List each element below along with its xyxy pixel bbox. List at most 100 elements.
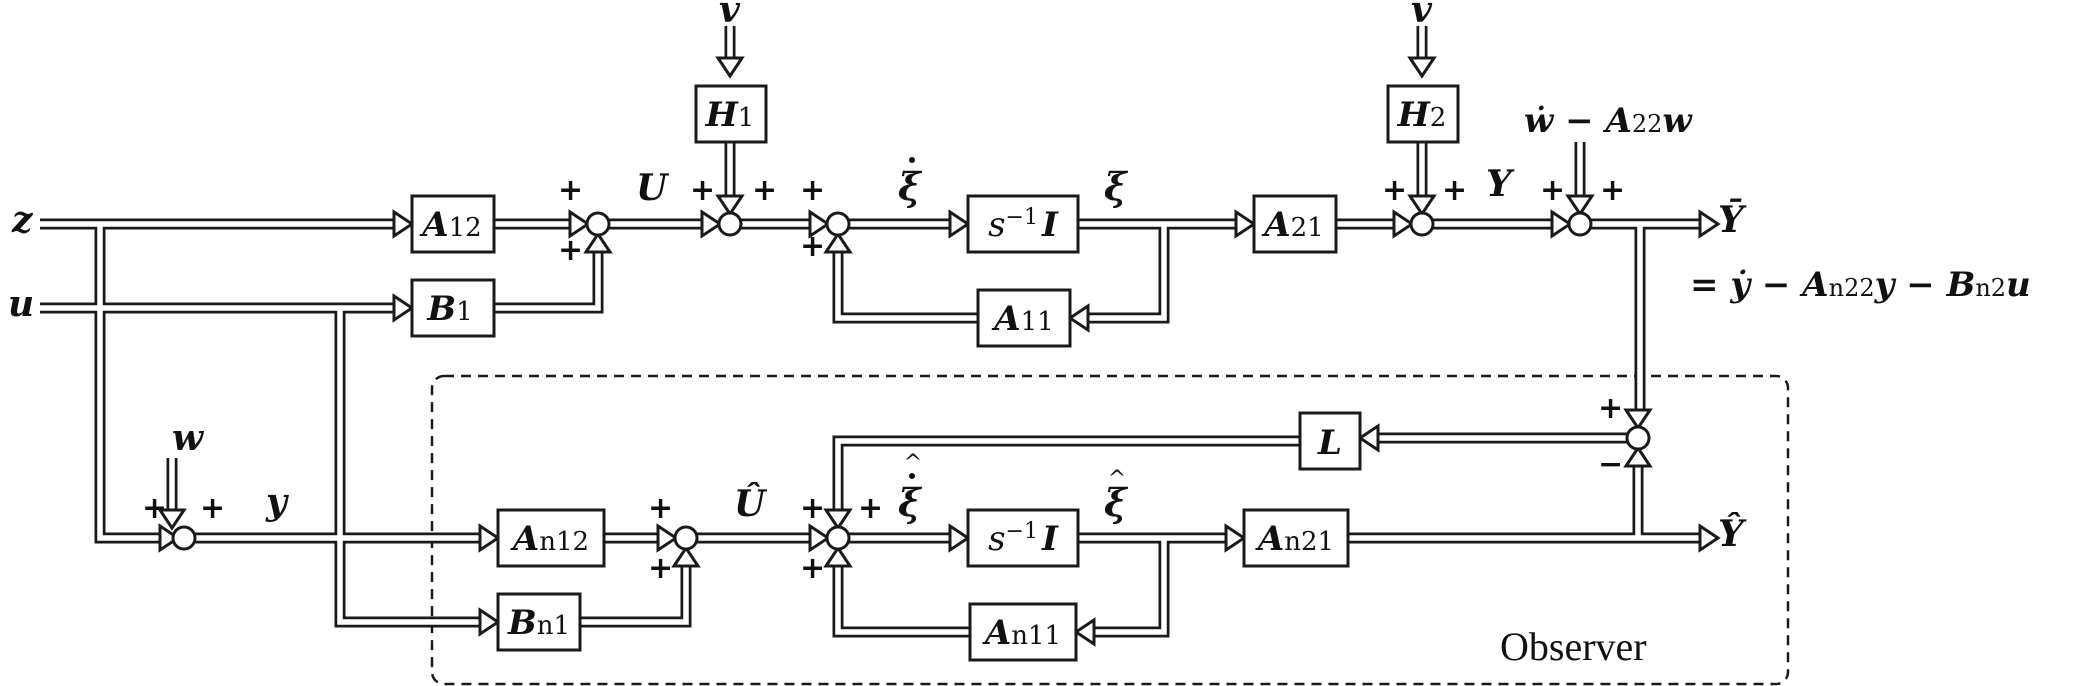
wire-core bbox=[580, 566, 689, 625]
svg-text:+: + bbox=[200, 491, 225, 526]
svg-text:+: + bbox=[558, 233, 583, 268]
signal-xi-label: ξ bbox=[1104, 164, 1129, 209]
sum-junction-5 bbox=[1567, 211, 1593, 237]
svg-text:+: + bbox=[800, 551, 825, 586]
svg-text:An21: An21 bbox=[1255, 519, 1334, 559]
arrowhead-icon bbox=[1392, 209, 1415, 239]
signal-Uhat-label: Û bbox=[734, 483, 768, 525]
arrowheads bbox=[157, 56, 1721, 647]
arrowhead-icon bbox=[392, 209, 415, 239]
svg-text:+: + bbox=[558, 173, 583, 208]
arrowhead-icon bbox=[823, 508, 853, 531]
arrowhead-icon bbox=[671, 545, 701, 568]
svg-text:+: + bbox=[1442, 173, 1467, 208]
arrowhead-icon bbox=[158, 523, 181, 553]
arrowhead-icon bbox=[1407, 194, 1437, 217]
wire-outline bbox=[1094, 538, 1170, 638]
svg-text:+: + bbox=[1540, 173, 1565, 208]
signal-w-label: w bbox=[172, 417, 205, 459]
sum-junction-4 bbox=[1409, 211, 1435, 237]
arrowhead-icon bbox=[1357, 423, 1380, 453]
svg-text:+: + bbox=[800, 229, 825, 264]
arrowhead-icon bbox=[700, 209, 723, 239]
svg-text:B1: B1 bbox=[426, 289, 472, 329]
wire-core bbox=[97, 224, 160, 541]
svg-text:+: + bbox=[800, 173, 825, 208]
svg-text:+: + bbox=[1382, 173, 1407, 208]
svg-text:s−1I: s−1I bbox=[988, 519, 1059, 559]
block-l: L bbox=[1298, 411, 1362, 471]
svg-text:A21: A21 bbox=[1261, 205, 1323, 245]
signal-xihatdot-label: ξ ^ bbox=[898, 451, 923, 525]
svg-text:ξ: ξ bbox=[898, 164, 923, 209]
signal-wires bbox=[40, 26, 1700, 638]
arrowhead-icon bbox=[568, 209, 591, 239]
arrowhead-icon bbox=[392, 293, 415, 323]
svg-text:ξ: ξ bbox=[898, 480, 923, 525]
wire-core bbox=[337, 308, 480, 625]
arrowhead-icon bbox=[1073, 617, 1096, 647]
svg-text:+: + bbox=[752, 173, 777, 208]
svg-text:An11: An11 bbox=[982, 613, 1061, 653]
svg-text:+: + bbox=[690, 173, 715, 208]
signal-u-label: u bbox=[8, 283, 34, 325]
signal-z-label: z bbox=[11, 199, 34, 241]
ybar-equation: = ẏ − An22y − Bn2u bbox=[1690, 265, 2031, 305]
svg-text:+: + bbox=[648, 551, 673, 586]
wire-outline bbox=[832, 566, 970, 638]
output-Yhat-label: Ŷ bbox=[1718, 513, 1747, 555]
sum-junction-7 bbox=[825, 525, 851, 551]
signal-xidot-label: ξ bbox=[898, 157, 923, 209]
arrowhead-icon bbox=[157, 508, 187, 531]
block-b1: B1 bbox=[410, 278, 496, 338]
sum-junction-3 bbox=[825, 211, 851, 237]
arrowhead-icon bbox=[948, 523, 971, 553]
svg-text:+: + bbox=[800, 491, 825, 526]
svg-text:^: ^ bbox=[904, 451, 922, 476]
sum-junction-observer-error bbox=[1625, 425, 1651, 451]
svg-text:An12: An12 bbox=[510, 519, 589, 559]
arrowhead-icon bbox=[583, 231, 613, 254]
signal-v-left-label: v bbox=[719, 0, 741, 31]
wire-core bbox=[494, 252, 601, 311]
wire-core bbox=[835, 566, 970, 635]
block-bn1: Bn1 bbox=[496, 592, 582, 652]
svg-text:A11: A11 bbox=[991, 299, 1053, 339]
observer-label: Observer bbox=[1500, 624, 1647, 669]
block-h2: H2 bbox=[1386, 84, 1460, 144]
signal-U-label: U bbox=[636, 167, 670, 209]
sum-junction-2 bbox=[717, 211, 743, 237]
arrowhead-icon bbox=[1623, 408, 1653, 431]
svg-text:s−1I: s−1I bbox=[988, 205, 1059, 245]
signal-xihat-label: ξ ^ bbox=[1104, 467, 1129, 525]
sum-junction-y bbox=[171, 525, 197, 551]
svg-text:^: ^ bbox=[1108, 467, 1126, 492]
svg-text:+: + bbox=[648, 491, 673, 526]
arrowhead-icon bbox=[823, 231, 853, 254]
svg-text:ξ: ξ bbox=[1104, 480, 1129, 525]
svg-text:H1: H1 bbox=[705, 95, 755, 135]
block-an11: An11 bbox=[968, 602, 1078, 662]
arrowhead-icon bbox=[478, 607, 501, 637]
junction-signs: + + + + + + + + + + + − + + + + + + + bbox=[142, 173, 1625, 586]
sum-junction-1 bbox=[585, 211, 611, 237]
sum-junction-6 bbox=[673, 525, 699, 551]
arrowhead-icon bbox=[1224, 523, 1247, 553]
arrowhead-icon bbox=[1067, 303, 1090, 333]
arrowhead-icon bbox=[715, 194, 745, 217]
arrowhead-icon bbox=[1623, 445, 1653, 468]
arrowhead-icon bbox=[715, 56, 745, 79]
block-a11: A11 bbox=[976, 288, 1072, 348]
arrowhead-icon bbox=[1565, 194, 1595, 217]
wire-core bbox=[1094, 538, 1167, 635]
svg-text:−: − bbox=[1598, 447, 1623, 482]
block-an12: An12 bbox=[496, 508, 606, 568]
arrowhead-icon bbox=[823, 545, 853, 568]
svg-text:+: + bbox=[142, 491, 167, 526]
wire-outline bbox=[334, 308, 480, 628]
block-a21: A21 bbox=[1252, 194, 1338, 254]
signal-y-label: y bbox=[265, 481, 289, 523]
